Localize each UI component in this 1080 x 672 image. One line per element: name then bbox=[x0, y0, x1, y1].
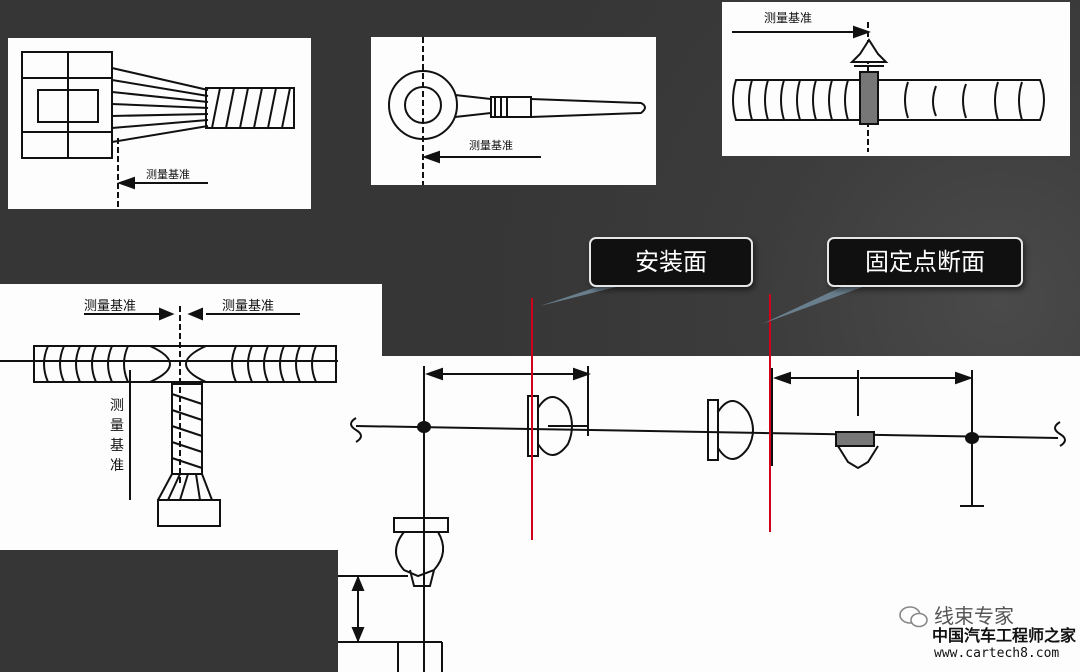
ring-terminal-drawing: 测量基准 bbox=[388, 37, 646, 185]
main-diagram-drawing bbox=[338, 366, 1066, 672]
wechat-account-name: 线束专家 bbox=[934, 604, 1014, 628]
fixing-point-section-pointer bbox=[762, 282, 876, 324]
branch-vertical-label-4: 准 bbox=[110, 458, 124, 474]
branch-vertical-label-3: 基 bbox=[110, 437, 124, 454]
ring-terminal-panel: 测量基准 bbox=[371, 37, 656, 185]
branch-vertical-label-1: 测 bbox=[110, 398, 124, 414]
mounting-surface-pointer bbox=[540, 282, 636, 306]
break-symbol-right bbox=[1054, 421, 1066, 447]
branch-panel: 测量基准 测量基准 测 量 基 准 bbox=[0, 284, 382, 550]
break-symbol-left bbox=[350, 417, 362, 443]
branch-reference-label-left: 测量基准 bbox=[84, 299, 136, 314]
mounting-surface-callout: 安装面 bbox=[589, 237, 753, 287]
main-diagram-panel bbox=[338, 356, 1080, 672]
clip-tape-panel: 测量基准 bbox=[722, 2, 1070, 156]
wechat-icon bbox=[899, 606, 928, 628]
fixing-point-right bbox=[965, 432, 979, 444]
connector-panel: 测量基准 bbox=[8, 38, 311, 209]
site-name-watermark: 中国汽车工程师之家 bbox=[932, 626, 1077, 645]
fixing-point-section-callout: 固定点断面 bbox=[827, 237, 1023, 287]
site-url-watermark: www.cartech8.com bbox=[934, 646, 1060, 661]
branch-vertical-label-2: 量 bbox=[110, 418, 124, 434]
branch-reference-label-right: 测量基准 bbox=[222, 299, 274, 314]
clip-tape-drawing: 测量基准 bbox=[732, 11, 1045, 152]
fixing-point-left bbox=[417, 421, 431, 433]
branch-drawing: 测量基准 测量基准 测 量 基 准 bbox=[0, 299, 382, 527]
ring-terminal-reference-label: 测量基准 bbox=[469, 139, 513, 152]
connector-reference-label: 测量基准 bbox=[146, 168, 190, 181]
connector-drawing: 测量基准 bbox=[21, 51, 295, 209]
clip-tape-reference-label: 测量基准 bbox=[764, 11, 812, 25]
